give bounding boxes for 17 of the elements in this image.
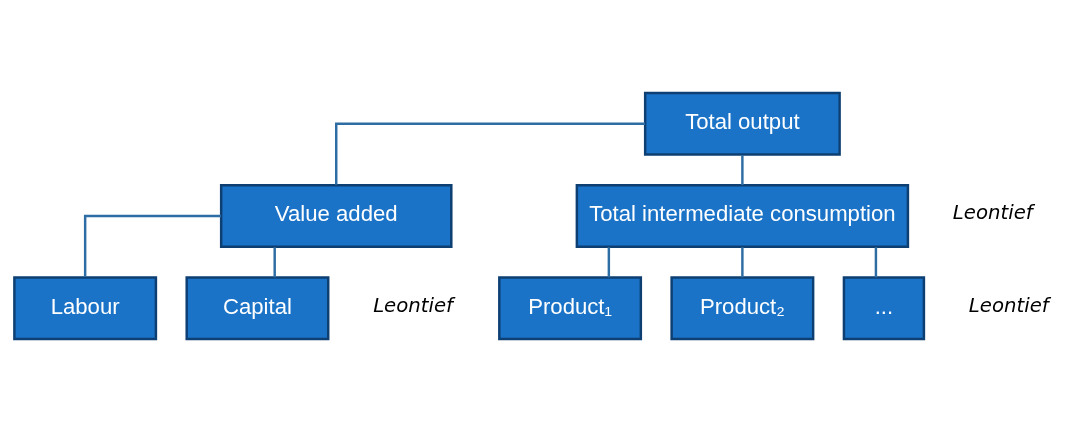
node-box: Value added bbox=[219, 184, 453, 248]
connector bbox=[874, 247, 878, 278]
connector bbox=[741, 247, 744, 278]
node-box: Total output bbox=[643, 91, 841, 156]
connector bbox=[83, 214, 221, 278]
node-box: Capital bbox=[185, 276, 330, 341]
connector bbox=[273, 247, 276, 278]
label: Leontief bbox=[968, 293, 1049, 317]
node-box: Product₁ bbox=[498, 276, 643, 341]
node-box: Total intermediate consumption bbox=[575, 184, 910, 248]
label: Leontief bbox=[952, 201, 1033, 225]
connector bbox=[741, 154, 744, 186]
node-box: Labour bbox=[13, 276, 158, 341]
node-box: Product₂ bbox=[670, 276, 815, 341]
connector bbox=[335, 122, 646, 185]
connector bbox=[607, 247, 611, 278]
node-box: ... bbox=[842, 276, 926, 341]
